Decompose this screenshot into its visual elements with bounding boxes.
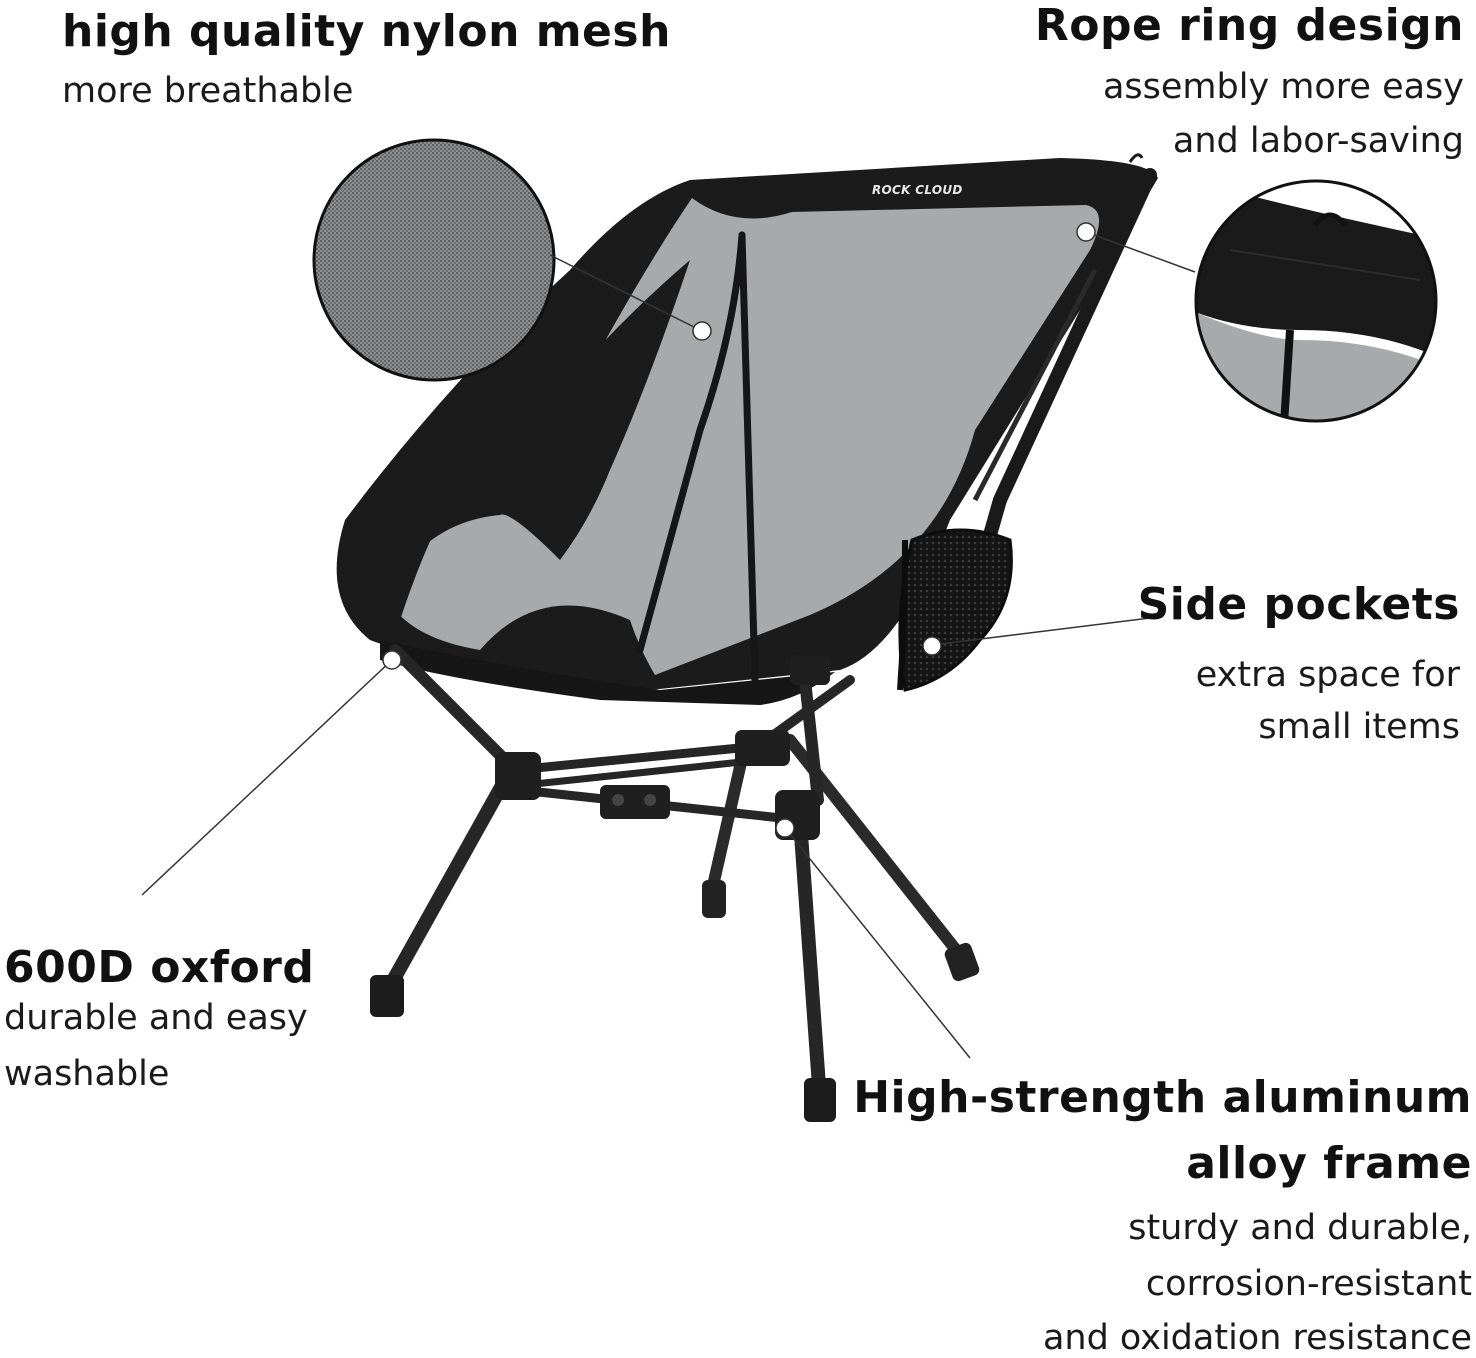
oxford-title: 600D oxford <box>4 942 315 993</box>
side-pocket <box>898 528 1013 692</box>
frame-desc-line-2: corrosion-resistant <box>1145 1264 1472 1304</box>
pockets-desc-line-2: small items <box>1258 707 1460 747</box>
brand-logo-text: ROCK CLOUD <box>872 183 963 197</box>
frame-title-line-2: alloy frame <box>1186 1138 1472 1189</box>
oxford-desc-line-1: durable and easy <box>4 998 308 1038</box>
rope-desc-line-1: assembly more easy <box>1102 67 1464 107</box>
foot-cap-front-left <box>370 975 404 1017</box>
pockets-desc-line-1: extra space for <box>1195 655 1460 695</box>
back-legs <box>706 734 966 961</box>
frame-desc-line-3: and oxidation resistance <box>1042 1318 1472 1358</box>
foot-cap-back-left <box>702 880 726 918</box>
frame-legs <box>378 644 855 1107</box>
callout-dots <box>382 222 1096 838</box>
brand-logo: ROCK CLOUD <box>872 183 963 197</box>
foot-cap-front-right <box>804 1078 836 1122</box>
oxford-desc-line-2: washable <box>4 1054 170 1094</box>
rope-title: Rope ring design <box>1034 0 1464 51</box>
rope-desc-line-2: and labor-saving <box>1172 121 1464 161</box>
rope-detail-circle <box>1196 181 1436 421</box>
pockets-title: Side pockets <box>1137 579 1460 630</box>
frame-title-line-1: High-strength aluminum <box>853 1072 1472 1123</box>
leader-lines <box>141 231 1196 1059</box>
foot-cap-back-right <box>944 942 980 982</box>
mesh-detail-circle <box>312 138 556 382</box>
seat-ribs <box>636 231 759 684</box>
frame-desc-line-1: sturdy and durable, <box>1128 1208 1472 1248</box>
mesh-desc: more breathable <box>62 71 354 111</box>
mesh-title: high quality nylon mesh <box>62 6 671 57</box>
